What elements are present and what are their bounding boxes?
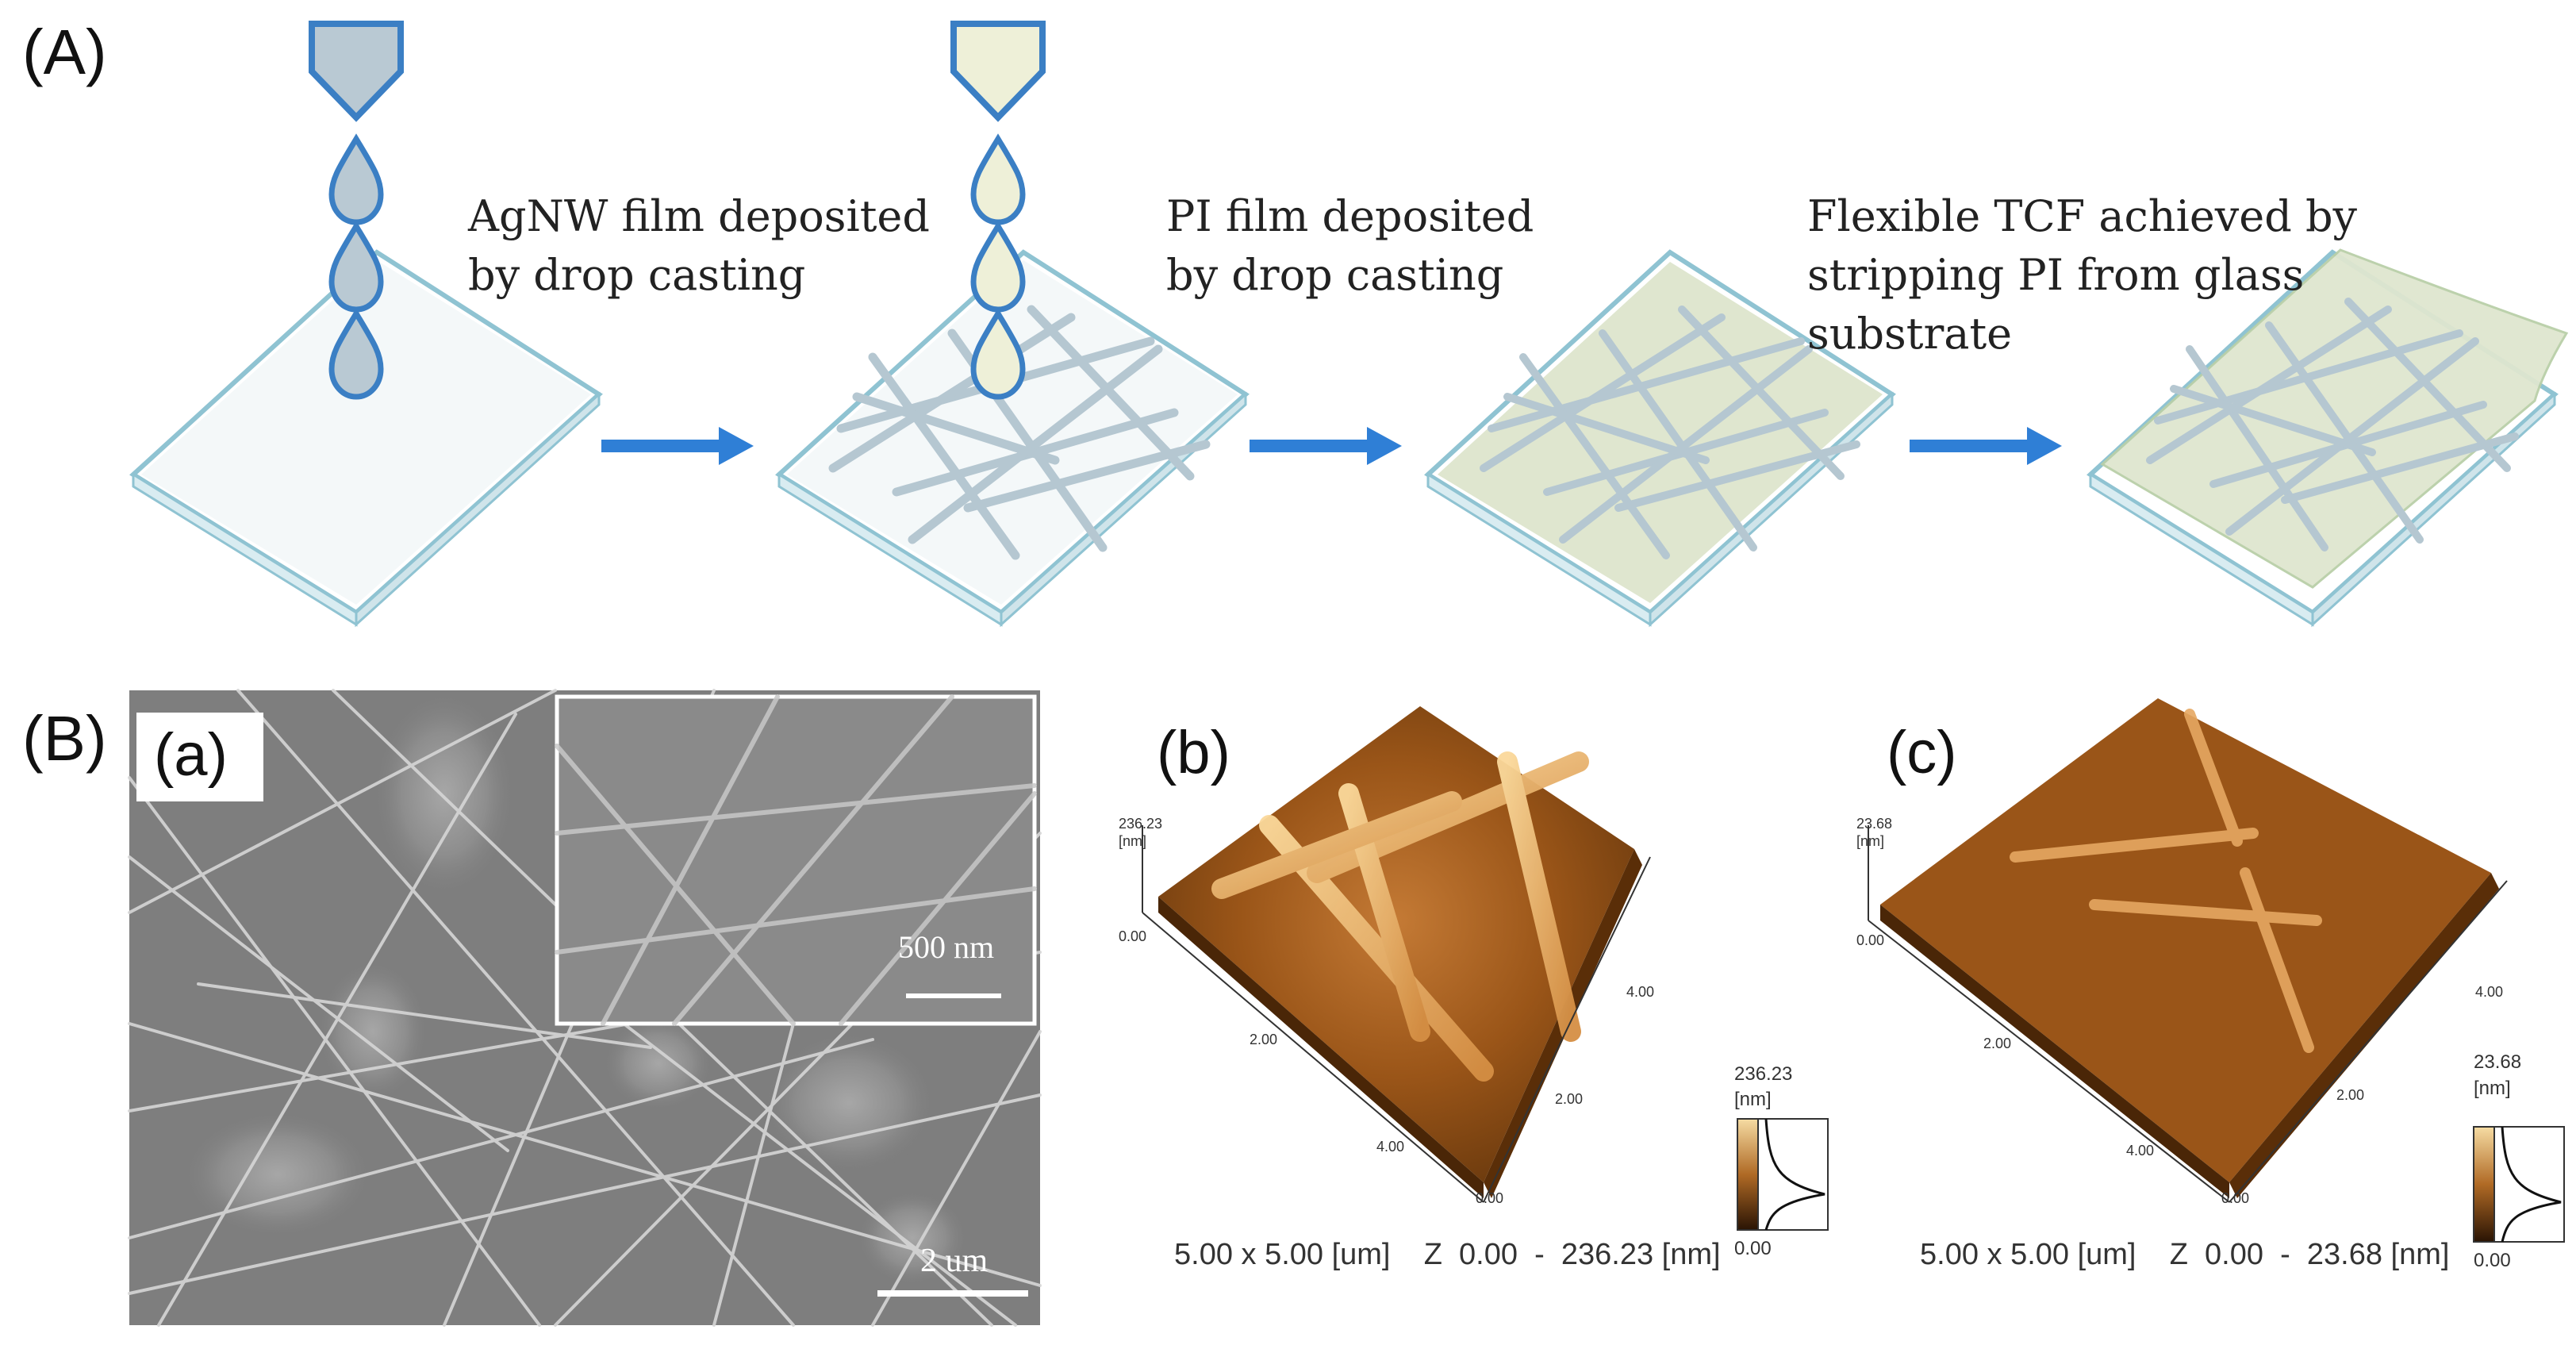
dropper-agnw	[309, 21, 404, 400]
afm-b-axis-zero: 0.00	[1119, 928, 1147, 944]
step-caption-1: AgNW film deposited by drop casting	[468, 191, 930, 300]
substrate-4	[2087, 248, 2569, 628]
afm-c-colorbar-max: 23.68	[2474, 1051, 2522, 1073]
afm-b-caption: 5.00 x 5.00 [um] Z 0.00 - 236.23 [nm]	[1174, 1238, 1721, 1271]
afm-c-x-tick-0: 0.00	[2221, 1190, 2250, 1206]
panel-label-b: (B)	[22, 703, 107, 774]
afm-c-x-tick-4: 4.00	[2126, 1143, 2155, 1159]
afm-surface-c	[1868, 698, 2565, 1243]
afm-b-x-tick-0: 0.00	[1476, 1190, 1504, 1206]
nanowire-network-2	[828, 305, 1211, 560]
arrow-2	[1250, 427, 1402, 465]
afm-b-y-tick-2: 2.00	[1555, 1091, 1584, 1107]
afm-b-colorbar-min: 0.00	[1734, 1238, 1772, 1259]
afm-c-label: (c)	[1887, 719, 1957, 786]
arrow-3	[1910, 427, 2062, 465]
afm-b-label: (b)	[1157, 719, 1230, 786]
substrate-1	[129, 249, 603, 628]
sem-label-box	[136, 713, 263, 801]
nanowire-network-4	[2146, 298, 2519, 551]
afm-c-axis-max: 23.68	[1856, 816, 1893, 832]
substrate-2	[775, 249, 1250, 628]
sem-main-scale-label: 2 um	[920, 1243, 989, 1279]
arrow-1	[601, 427, 754, 465]
afm-b-y-tick-4: 4.00	[1626, 984, 1655, 1000]
substrate-3	[1424, 249, 1896, 628]
afm-c-colorbar-min: 0.00	[2474, 1250, 2511, 1271]
afm-c-axis-unit: [nm]	[1856, 833, 1885, 849]
dropper-pi	[950, 21, 1046, 400]
afm-surface-b	[1142, 706, 1829, 1231]
sem-image	[128, 689, 1042, 1327]
afm-c-axis-zero: 0.00	[1856, 932, 1885, 948]
afm-c-x-tick-2: 2.00	[1983, 1036, 2012, 1051]
afm-c-y-tick-4: 4.00	[2475, 984, 2504, 1000]
afm-b-axis-max: 236.23	[1119, 816, 1163, 832]
step-caption-2: PI film deposited by drop casting	[1166, 191, 1534, 300]
afm-b-axis-unit: [nm]	[1119, 833, 1147, 849]
afm-b-colorbar-unit: [nm]	[1734, 1089, 1772, 1110]
panel-label-a: (A)	[22, 17, 107, 87]
nanowire-network-3	[1480, 306, 1860, 559]
afm-b-colorbar-max: 236.23	[1734, 1063, 1793, 1085]
afm-c-caption: 5.00 x 5.00 [um] Z 0.00 - 23.68 [nm]	[1920, 1238, 2450, 1271]
afm-b-x-tick-4: 4.00	[1376, 1139, 1405, 1155]
afm-b-x-tick-2: 2.00	[1250, 1032, 1278, 1047]
sem-inset	[555, 694, 1037, 1026]
afm-c-y-tick-2: 2.00	[2336, 1087, 2365, 1103]
sem-label: (a)	[154, 721, 228, 789]
sem-inset-scale-label: 500 nm	[898, 929, 995, 965]
step-caption-3: Flexible TCF achieved by stripping PI fr…	[1807, 191, 2358, 359]
afm-c-colorbar-unit: [nm]	[2474, 1078, 2511, 1099]
